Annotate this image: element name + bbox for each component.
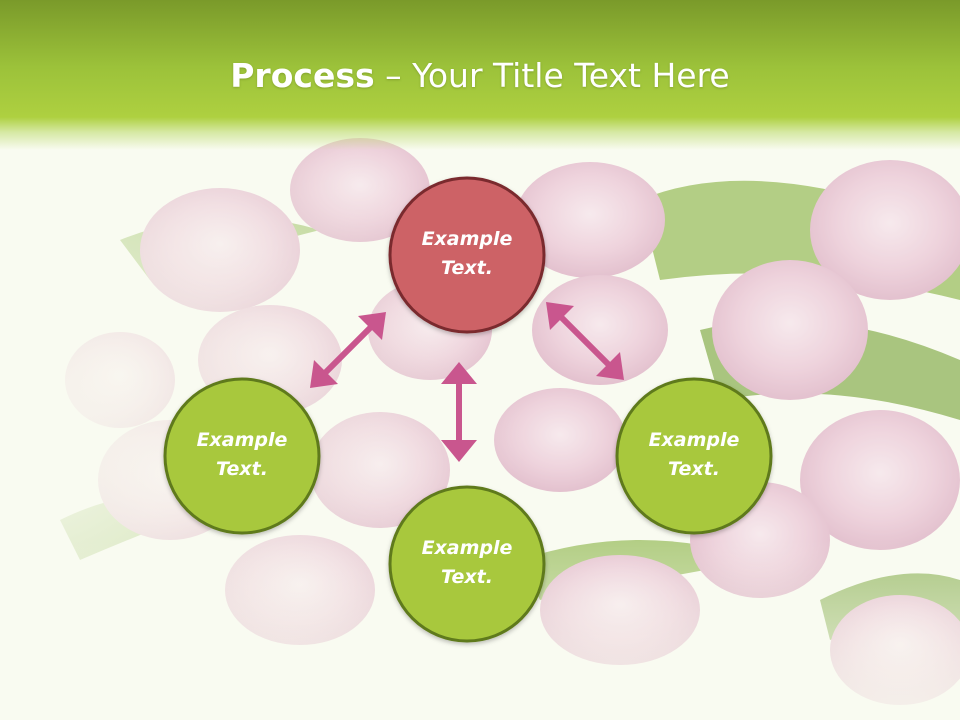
node-label-bottom: Example Text. [387,534,547,592]
process-node-bottom [388,485,546,643]
process-node-left [163,377,321,535]
process-node-top [388,176,546,334]
node-text-line2: Text. [216,458,268,480]
node-text-line2: Text. [668,458,720,480]
title-bar [0,0,960,150]
node-text-line1: Example [421,537,513,559]
slide-title: Process – Your Title Text Here [0,54,960,98]
double-arrow-upright [546,302,624,380]
double-arrow-vertical [441,362,477,462]
node-label-top: Example Text. [387,225,547,283]
title-rest: Your Title Text Here [412,56,730,95]
node-text-line1: Example [648,429,740,451]
process-node-right [615,377,773,535]
arrow-head [441,362,477,384]
arrow-head [546,302,574,330]
node-text-line2: Text. [441,566,493,588]
arrow-head [310,360,338,388]
node-text-line1: Example [421,228,513,250]
arrow-head [441,440,477,462]
arrow-head [596,352,624,380]
arrow-head [358,312,386,340]
double-arrow-upleft [310,312,386,388]
node-text-line1: Example [196,429,288,451]
node-text-line2: Text. [441,257,493,279]
node-label-right: Example Text. [614,426,774,484]
title-bold: Process [230,56,375,95]
arrow-shaft [555,311,615,371]
title-dash: – [374,56,413,95]
arrow-shaft [319,321,377,379]
node-label-left: Example Text. [162,426,322,484]
